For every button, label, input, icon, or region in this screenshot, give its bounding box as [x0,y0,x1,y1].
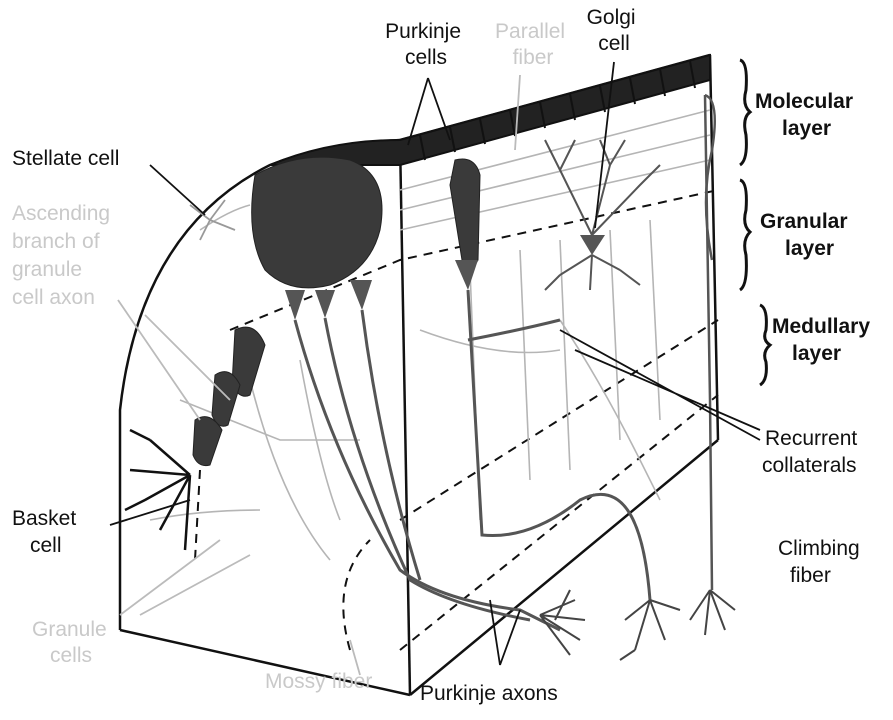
leader-stellate [150,165,205,215]
label-climbing-fiber: Climbing fiber [778,537,866,587]
label-parallel-fiber: Parallel fiber [495,20,571,69]
purkinje-tree-front [450,159,480,268]
leader-recurrent [560,330,760,440]
purkinje-tree-side-3 [193,417,222,466]
purkinje-soma-2 [315,290,335,318]
leader-granule [120,540,250,615]
bracket-molecular [740,60,750,165]
label-mossy-fiber: Mossy fiber [265,670,372,693]
axon-terminals [540,590,735,660]
block-bottom-edge [410,440,718,695]
label-purkinje-cells: Purkinje cells [385,20,467,69]
label-basket-cell: Basket cell [12,507,82,557]
purkinje-dendritic-trees [193,157,480,465]
molecular-surface-hatch [270,55,710,165]
basket-dashed [195,470,200,560]
label-granular-layer: Granular layer [760,210,853,260]
label-medullary-layer: Medullary layer [772,315,876,365]
label-ascending-branch: Ascending branch of granule cell axon [12,202,116,309]
label-molecular-layer: Molecular layer [755,90,859,140]
bracket-granular [740,180,750,290]
purkinje-soma-1 [285,290,305,320]
label-golgi-cell: Golgi cell [587,6,642,55]
label-granule-cells: Granule cells [32,618,113,667]
mossy-dashed [343,540,370,650]
bracket-medullary [760,305,770,385]
purkinje-soma-3 [350,280,372,310]
purkinje-tree-side-2 [212,372,240,427]
leader-basket [110,500,190,525]
labels: Purkinje cells Parallel fiber Golgi cell… [12,6,876,705]
block-front-edge [400,140,410,695]
label-stellate-cell: Stellate cell [12,147,119,170]
purkinje-tree-large [252,157,382,288]
basket-cell [125,430,190,550]
fiber-network [150,110,710,560]
label-purkinje-axons: Purkinje axons [420,682,558,705]
purkinje-soma-4 [455,260,478,290]
golgi-soma [580,235,605,255]
label-recurrent-collaterals: Recurrent collaterals [762,427,863,477]
